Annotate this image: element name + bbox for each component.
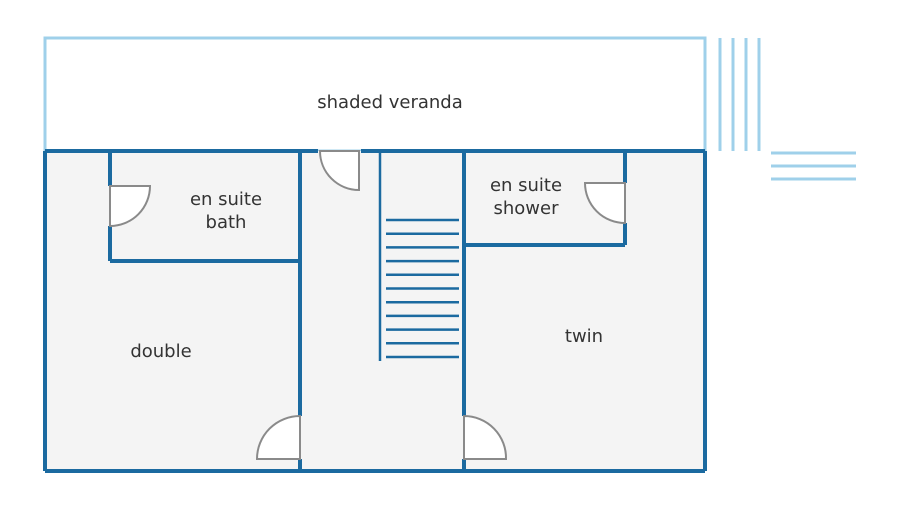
doors: [109, 150, 626, 460]
door-double: [255, 414, 301, 460]
label-bath-line1: en suite: [190, 189, 262, 210]
door-shower: [583, 182, 626, 225]
label-shower-line1: en suite: [490, 175, 562, 196]
entry-steps: [771, 151, 856, 181]
door-veranda: [318, 150, 360, 192]
label-shower-line2: shower: [494, 198, 560, 219]
walls: [43, 149, 707, 473]
label-twin: twin: [565, 326, 603, 347]
label-bath-line2: bath: [206, 212, 247, 233]
label-veranda: shaded veranda: [317, 92, 463, 113]
staircase: [378, 151, 459, 361]
door-twin: [463, 414, 508, 460]
door-bath: [109, 185, 152, 228]
label-double: double: [130, 341, 191, 362]
veranda-outline: [43, 36, 707, 153]
veranda-railing-vertical: [718, 38, 761, 151]
veranda: [43, 36, 856, 181]
